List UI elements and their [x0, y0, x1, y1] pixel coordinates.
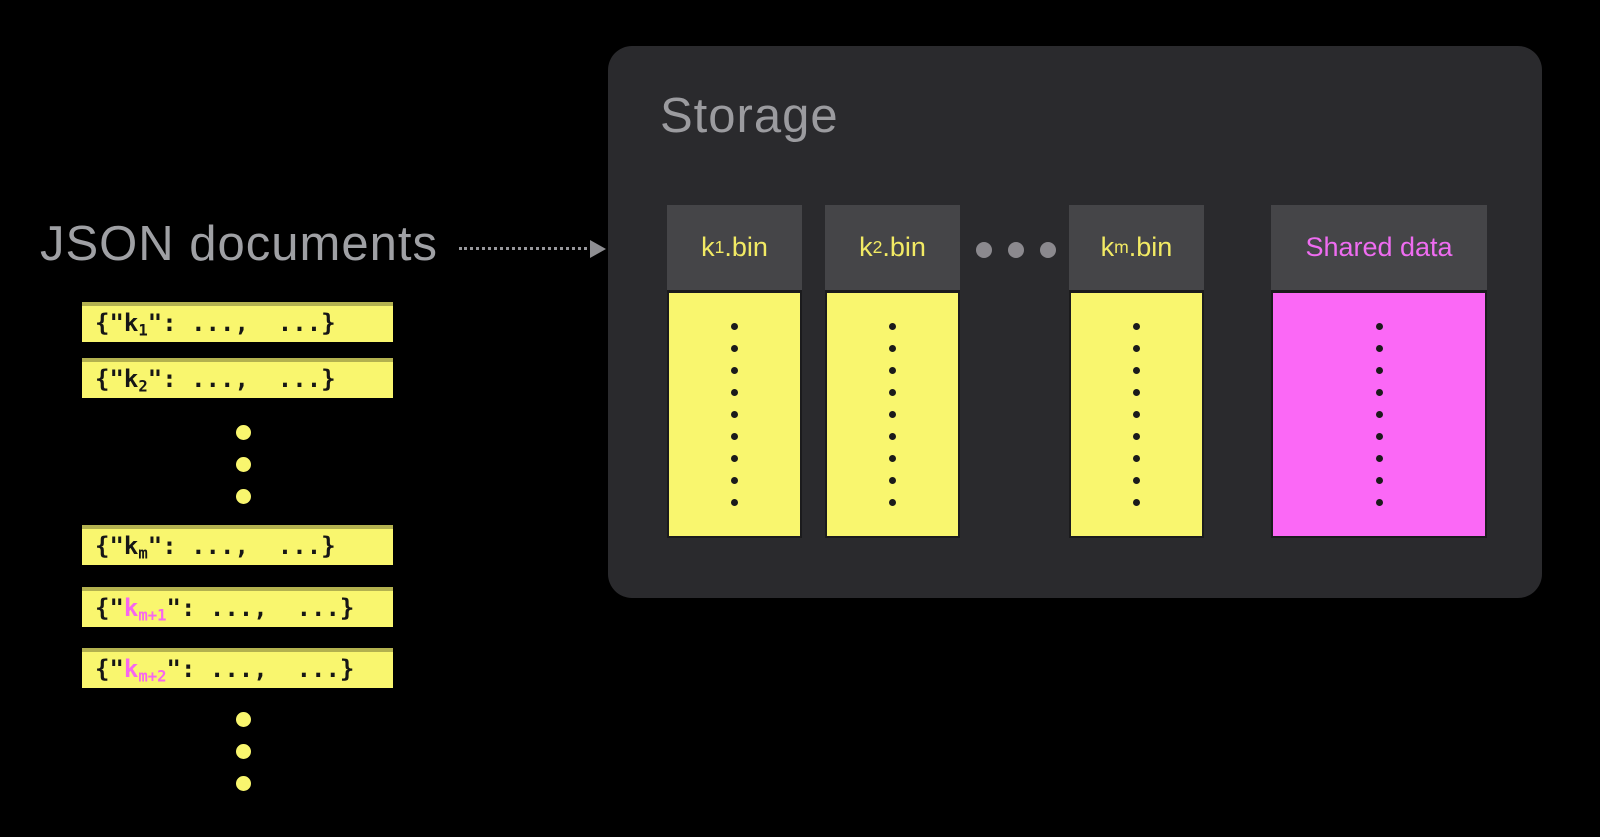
- dot-icon: [1375, 323, 1383, 330]
- horizontal-ellipsis-dots: [976, 242, 1056, 258]
- bin-dots: [731, 323, 738, 506]
- doc-text: {"km+1": ..., ...}: [95, 593, 355, 625]
- json-documents-title: JSON documents: [40, 217, 438, 271]
- json-doc-bar-k1: {"k1": ..., ...}: [82, 302, 393, 342]
- dot-icon: [889, 389, 896, 396]
- arrow-dotted-line-icon: [459, 247, 587, 250]
- dot-icon: [889, 367, 896, 374]
- shared-data-header: Shared data: [1271, 205, 1487, 290]
- arrow-head-icon: [590, 240, 606, 258]
- dot-icon: [889, 411, 896, 418]
- dot-icon: [1375, 389, 1383, 396]
- doc-text: {"k1": ..., ...}: [95, 308, 336, 340]
- dot-icon: [236, 712, 251, 727]
- json-doc-bar-km2: {"km+2": ..., ...}: [82, 648, 393, 688]
- dot-icon: [889, 499, 896, 506]
- dot-icon: [1133, 323, 1140, 330]
- vertical-ellipsis-lower: [236, 712, 251, 791]
- dot-icon: [236, 489, 251, 504]
- dot-icon: [1133, 499, 1140, 506]
- dot-icon: [731, 389, 738, 396]
- bin-dots: [889, 323, 896, 506]
- storage-column-shared-data: Shared data: [1271, 205, 1487, 538]
- dot-icon: [1040, 242, 1056, 258]
- json-doc-bar-k2: {"k2": ..., ...}: [82, 358, 393, 398]
- dot-icon: [1133, 411, 1140, 418]
- dot-icon: [236, 776, 251, 791]
- doc-text: {"km": ..., ...}: [95, 531, 336, 563]
- doc-text: {"k2": ..., ...}: [95, 364, 336, 396]
- dot-icon: [1375, 455, 1383, 462]
- dot-icon: [1008, 242, 1024, 258]
- dot-icon: [1133, 389, 1140, 396]
- dot-icon: [1133, 367, 1140, 374]
- dot-icon: [1133, 433, 1140, 440]
- doc-text: {"km+2": ..., ...}: [95, 654, 355, 686]
- dot-icon: [889, 477, 896, 484]
- dot-icon: [731, 323, 738, 330]
- shared-data-dots: [1375, 323, 1383, 506]
- vertical-ellipsis-upper: [236, 425, 251, 504]
- dot-icon: [1375, 477, 1383, 484]
- dot-icon: [1133, 345, 1140, 352]
- bin-body: [825, 290, 960, 538]
- dot-icon: [1375, 367, 1383, 374]
- dot-icon: [889, 455, 896, 462]
- dot-icon: [731, 411, 738, 418]
- dot-icon: [889, 323, 896, 330]
- bin-body: [667, 290, 802, 538]
- dot-icon: [731, 499, 738, 506]
- json-doc-bar-km1: {"km+1": ..., ...}: [82, 587, 393, 627]
- dot-icon: [889, 345, 896, 352]
- dot-icon: [731, 433, 738, 440]
- dot-icon: [236, 744, 251, 759]
- dot-icon: [1375, 411, 1383, 418]
- dot-icon: [731, 345, 738, 352]
- bin-body: [1069, 290, 1204, 538]
- dot-icon: [976, 242, 992, 258]
- shared-data-body: [1271, 290, 1487, 538]
- dot-icon: [731, 455, 738, 462]
- dot-icon: [731, 367, 738, 374]
- dot-icon: [236, 425, 251, 440]
- dot-icon: [1375, 345, 1383, 352]
- json-doc-bar-km: {"km": ..., ...}: [82, 525, 393, 565]
- arrow-json-to-storage: [459, 239, 606, 259]
- bin-dots: [1133, 323, 1140, 506]
- dot-icon: [236, 457, 251, 472]
- dot-icon: [1133, 455, 1140, 462]
- dot-icon: [1133, 477, 1140, 484]
- dot-icon: [731, 477, 738, 484]
- dot-icon: [1375, 433, 1383, 440]
- storage-title: Storage: [660, 89, 839, 143]
- dot-icon: [889, 433, 896, 440]
- dot-icon: [1375, 499, 1383, 506]
